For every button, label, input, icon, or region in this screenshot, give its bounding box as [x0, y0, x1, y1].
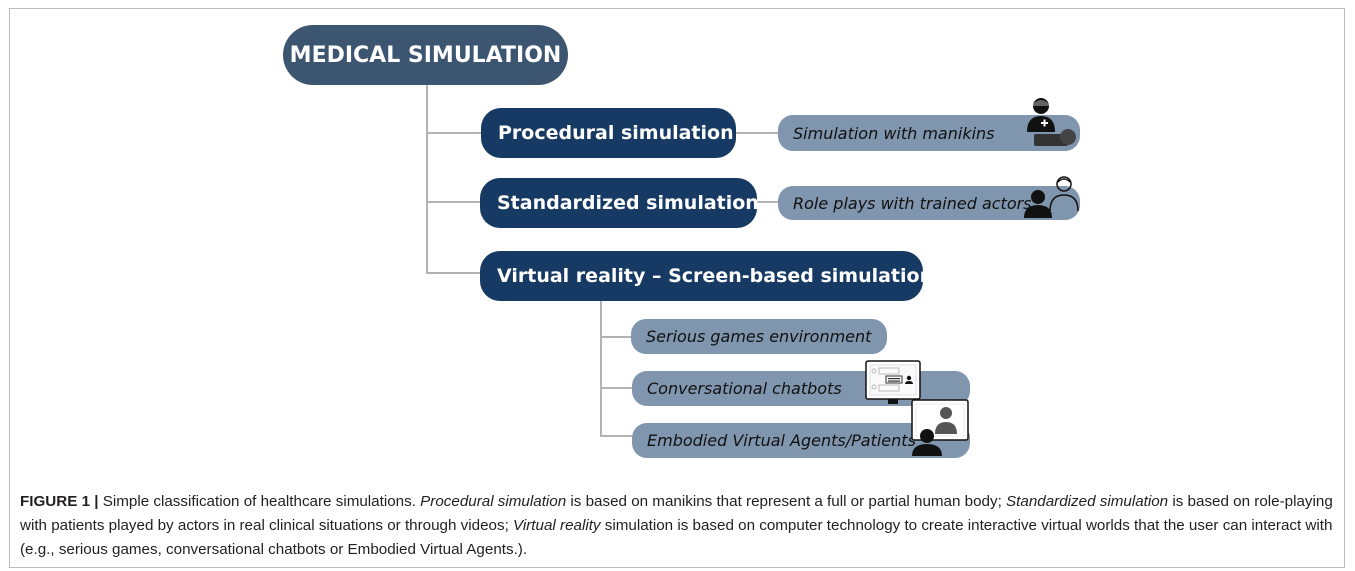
procedural-node: Procedural simulation: [481, 108, 736, 158]
virtual-label: Virtual reality – Screen-based simulatio…: [497, 265, 934, 287]
root-node: MEDICAL SIMULATION: [283, 25, 568, 85]
serious-games-label: Serious games environment: [646, 327, 872, 346]
connector-virtual: [426, 272, 482, 274]
connector-virtual-agents: [600, 435, 632, 437]
standardized-node: Standardized simulation: [480, 178, 759, 228]
figure-caption: FIGURE 1 | Simple classification of heal…: [20, 490, 1335, 562]
connector-procedural-detail: [735, 132, 779, 134]
root-label: MEDICAL SIMULATION: [289, 42, 562, 68]
connector-trunk: [426, 84, 428, 273]
procedural-detail: Simulation with manikins: [778, 115, 1080, 151]
figure-frame: [9, 8, 1345, 568]
virtual-node: Virtual reality – Screen-based simulatio…: [480, 251, 933, 301]
procedural-label: Procedural simulation: [498, 122, 734, 144]
caption-text-3: is based on role-playing with patients p…: [20, 493, 1333, 534]
caption-text-2: is based on manikins that represent a fu…: [566, 493, 1007, 510]
caption-emphasis-virtual: Virtual reality: [513, 517, 601, 534]
trained-actors-icon: [1024, 176, 1079, 218]
caption-text-1: Simple classification of healthcare simu…: [98, 493, 421, 510]
standardized-detail-label: Role plays with trained actors: [793, 193, 1032, 213]
caption-label: FIGURE 1 |: [20, 493, 99, 510]
chatbot-screen-icon: [865, 360, 921, 404]
connector-standardized: [426, 201, 482, 203]
caption-emphasis-standardized: Standardized simulation: [1006, 493, 1169, 510]
connector-procedural: [426, 132, 482, 134]
chatbots-label: Conversational chatbots: [647, 379, 842, 398]
procedural-detail-label: Simulation with manikins: [793, 123, 995, 143]
virtual-agents-label: Embodied Virtual Agents/Patients: [647, 431, 916, 450]
connector-serious-games: [600, 336, 632, 338]
standardized-label: Standardized simulation: [497, 192, 759, 214]
caption-emphasis-procedural: Procedural simulation: [420, 493, 567, 510]
serious-games-node: Serious games environment: [631, 319, 887, 354]
connector-standardized-detail: [756, 201, 779, 203]
connector-virtual-trunk: [600, 298, 602, 436]
connector-chatbots: [600, 387, 632, 389]
virtual-agent-screen-icon: [911, 399, 969, 456]
caption-text-4: simulation is based on computer technolo…: [20, 517, 1333, 558]
manikin-icon: [1027, 98, 1076, 146]
